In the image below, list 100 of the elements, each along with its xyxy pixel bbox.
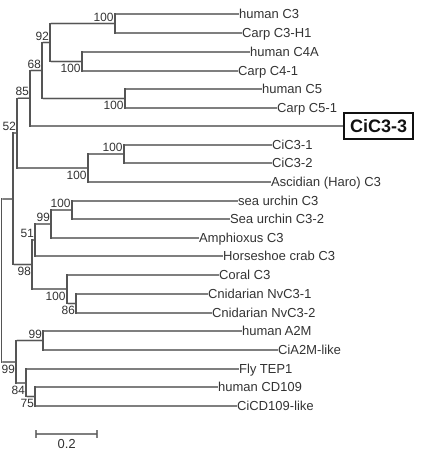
junction-line: [75, 293, 77, 314]
branch-line: [50, 22, 114, 24]
bootstrap-value: 52: [2, 120, 16, 133]
branch-line: [2, 361, 16, 363]
taxon-label: human A2M: [242, 323, 312, 339]
bootstrap-value: 100: [102, 141, 122, 154]
branch-line: [36, 405, 237, 407]
branch-line: [88, 181, 271, 183]
junction-line: [123, 144, 125, 164]
branch-line: [36, 223, 50, 225]
junction-line: [87, 153, 89, 183]
branch-line: [82, 70, 238, 72]
branch-line: [52, 237, 199, 239]
bootstrap-value: 100: [45, 290, 66, 302]
branch-line: [14, 264, 32, 266]
branch-line: [116, 13, 239, 15]
branch-line: [124, 162, 272, 164]
junction-line: [114, 13, 116, 34]
bootstrap-value: 86: [61, 304, 75, 317]
bootstrap-value: 75: [20, 397, 34, 410]
bootstrap-value: 100: [60, 62, 80, 75]
taxon-label: Carp C5-1: [277, 100, 337, 116]
taxon-label: human CD109: [218, 379, 302, 395]
junction-line: [71, 200, 73, 220]
taxon-label: Ascidian (Haro) C3: [271, 174, 381, 190]
branch-line: [76, 312, 212, 314]
branch-line: [72, 218, 230, 220]
scale-label: 0.2: [58, 436, 76, 451]
taxon-label: human C3: [239, 6, 299, 22]
branch-line: [72, 200, 238, 202]
taxon-label: Amphioxus C3: [199, 230, 284, 246]
branch-line: [26, 368, 239, 370]
taxon-label: CiA2M-like: [278, 342, 341, 358]
branch-line: [82, 51, 250, 53]
branch-line: [42, 42, 50, 44]
junction-line: [49, 22, 51, 62]
bootstrap-value: 68: [27, 58, 41, 70]
junction-line: [81, 51, 83, 72]
junction-line: [66, 274, 68, 304]
taxon-label: Carp C4-1: [238, 63, 298, 79]
branch-line: [126, 107, 277, 109]
bootstrap-value: 100: [103, 99, 124, 112]
branch-line: [44, 349, 278, 351]
branch-line: [32, 288, 66, 290]
branch-line: [126, 88, 262, 90]
bootstrap-value: 99: [36, 211, 50, 224]
bootstrap-value: 100: [50, 197, 70, 210]
branch-line: [88, 153, 124, 155]
bootstrap-value: 100: [66, 168, 86, 182]
bootstrap-value: 98: [17, 265, 31, 278]
branch-line: [76, 293, 208, 295]
junction-line: [16, 98, 18, 169]
branch-line: [18, 98, 30, 99]
branch-line: [36, 255, 223, 257]
branch-line: [52, 209, 72, 211]
taxon-label: Cnidarian NvC3-1: [208, 286, 312, 302]
junction-line: [42, 330, 44, 351]
branch-line: [2, 198, 12, 200]
branch-line: [42, 98, 124, 100]
branch-line: [16, 340, 42, 342]
branch-line: [68, 274, 219, 276]
junction-line: [0, 198, 2, 363]
junction-line: [50, 209, 52, 239]
taxon-label: CiC3-1: [272, 137, 312, 153]
bootstrap-value: 99: [28, 328, 42, 340]
boxed-taxon-label: CiC3-3: [343, 112, 414, 140]
taxon-label: CiC3-2: [272, 155, 312, 171]
junction-line: [31, 239, 33, 290]
bootstrap-value: 99: [1, 362, 15, 376]
taxon-label: sea urchin C3: [238, 193, 318, 209]
taxon-label: Fly TEP1: [239, 361, 292, 377]
branch-line: [26, 396, 34, 398]
bootstrap-value: 51: [20, 227, 34, 240]
branch-line: [68, 302, 76, 304]
junction-line: [12, 132, 14, 266]
junction-line: [41, 42, 43, 100]
bootstrap-value: 100: [93, 10, 114, 24]
junction-line: [25, 368, 27, 398]
branch-line: [50, 60, 82, 62]
branch-line: [116, 32, 242, 34]
taxon-label: human C5: [262, 81, 322, 97]
branch-line: [30, 70, 42, 72]
taxon-label: human C4A: [250, 44, 319, 60]
bootstrap-value: 92: [35, 30, 49, 42]
taxon-label: Horseshoe crab C3: [223, 248, 335, 264]
taxon-label: CiCD109-like: [237, 398, 314, 414]
branch-line: [36, 386, 218, 388]
junction-line: [34, 386, 36, 407]
junction-line: [29, 70, 31, 127]
taxon-label: Cnidarian NvC3-2: [212, 305, 316, 321]
branch-line: [44, 330, 242, 332]
junction-line: [124, 88, 126, 109]
branch-line: [16, 382, 26, 384]
taxon-label: Carp C3-H1: [242, 25, 312, 41]
bootstrap-value: 85: [15, 85, 29, 98]
junction-line: [34, 223, 36, 257]
taxon-label: Sea urchin C3-2: [230, 211, 324, 227]
branch-line: [18, 167, 88, 169]
taxon-label: Coral C3: [219, 267, 270, 283]
branch-line: [30, 125, 343, 127]
